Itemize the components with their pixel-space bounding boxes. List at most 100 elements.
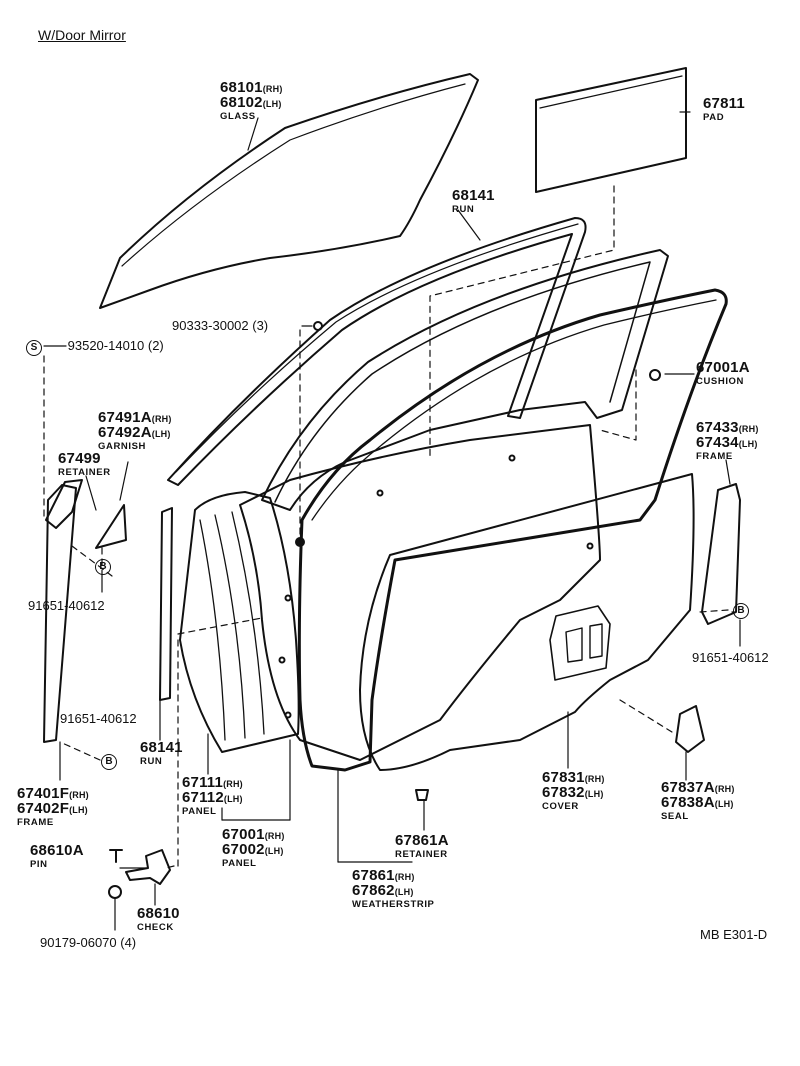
bolt-s-part-number: 93520-14010 (2) [67, 338, 164, 353]
trim-cover-handle [565, 623, 603, 663]
cover-lh-suffix: (LH) [584, 789, 604, 799]
retainer-upper-part-name: RETAINER [58, 467, 111, 478]
panel-door-part-number-lh: 67002 [222, 841, 265, 858]
callout-garnish: 67491A(RH) 67492A(LH) GARNISH [98, 410, 172, 452]
callout-check: 68610 CHECK [137, 906, 180, 933]
callout-pin: 68610A PIN [30, 843, 84, 870]
run-lower-part-name: RUN [140, 756, 163, 767]
panel-inner-part-number-rh: 67111 [182, 774, 224, 791]
run-lower-part-number: 68141 [140, 739, 183, 756]
door-glass-inner-edge [121, 83, 466, 267]
callout-nut: 90179-06070 (4) [40, 936, 136, 949]
hole-3 [278, 656, 286, 664]
badge-b-icon-1: B [95, 559, 111, 575]
seal-lh-suffix: (LH) [714, 799, 734, 809]
panel-inner-part-name: PANEL [182, 806, 217, 817]
bolt-b1-part-number: 91651-40612 [28, 598, 105, 613]
check-part-name: CHECK [137, 922, 174, 933]
panel-inner-rh-suffix: (RH) [223, 779, 243, 789]
weatherstrip-lh-suffix: (LH) [394, 887, 414, 897]
check-part-number: 68610 [137, 905, 180, 922]
cover-rh-suffix: (RH) [584, 774, 605, 784]
seal-rh-suffix: (RH) [714, 784, 735, 794]
pin-part [109, 849, 123, 863]
panel-door-rh-suffix: (RH) [264, 831, 285, 841]
frame-front-part-number-rh: 67401F [17, 785, 70, 802]
garnish-lh-suffix: (LH) [151, 429, 171, 439]
inner-panel-rib-1 [199, 519, 226, 741]
hole-6 [508, 454, 516, 462]
weatherstrip-part-number-lh: 67862 [352, 882, 395, 899]
leader-lines [43, 111, 741, 931]
seal-part-number-rh: 67837A [661, 779, 715, 796]
badge-s-icon: S [26, 340, 42, 356]
badge-b-icon-2: B [733, 603, 749, 619]
seal-part [675, 705, 705, 753]
weatherstrip-part-number-rh: 67861 [352, 867, 395, 884]
inner-panel [179, 491, 300, 753]
run-upper-part-name: RUN [452, 204, 475, 215]
panel-door-lh-suffix: (LH) [264, 846, 284, 856]
garnish-part [95, 504, 127, 549]
callout-run-upper: 68141 RUN [452, 188, 495, 215]
door-panel-lower [239, 424, 601, 761]
bolt-b3-part-number: 91651-40612 [60, 711, 137, 726]
screw-part-number: 90333-30002 (3) [172, 318, 269, 333]
rear-frame [701, 483, 741, 625]
weatherstrip-part-name: WEATHERSTRIP [352, 899, 435, 910]
front-frame-bracket [45, 479, 83, 529]
weatherstrip-inner [311, 299, 717, 521]
callout-frame-front: 67401F(RH) 67402F(LH) FRAME [17, 786, 89, 828]
nut-part [108, 885, 122, 899]
screw-marker [313, 321, 323, 331]
nut-part-number: 90179-06070 (4) [40, 935, 137, 950]
weatherstrip-loop [297, 288, 728, 772]
retainer-lower-part-name: RETAINER [395, 849, 448, 860]
panel-inner-part-number-lh: 67112 [182, 789, 224, 806]
callout-glass: 68101(RH) 68102(LH) GLASS [220, 80, 283, 122]
front-frame [43, 484, 77, 743]
dashed-alignment-lines [43, 185, 729, 869]
diagram-code: MB E301-D [700, 927, 768, 942]
hole-5 [376, 489, 384, 497]
diagram-title: W/Door Mirror [38, 27, 126, 43]
garnish-rh-suffix: (RH) [151, 414, 172, 424]
frame-front-part-number-lh: 67402F [17, 800, 70, 817]
door-panel-frame-inner [274, 261, 651, 503]
callout-frame-rear: 67433(RH) 67434(LH) FRAME [696, 420, 759, 462]
inner-panel-rib-3 [231, 511, 265, 735]
frame-front-lh-suffix: (LH) [69, 805, 88, 815]
bolt-b2-part-number: 91651-40612 [692, 650, 769, 665]
callout-bolt-b2: 91651-40612 [692, 651, 769, 664]
seal-part-number-lh: 67838A [661, 794, 715, 811]
trim-cover-pocket [549, 605, 611, 681]
pin-part-name: PIN [30, 859, 48, 870]
door-trim-cover [359, 473, 695, 771]
callout-panel-door: 67001(RH) 67002(LH) PANEL [222, 827, 285, 869]
garnish-part-name: GARNISH [98, 441, 147, 452]
panel-door-part-number-rh: 67001 [222, 826, 265, 843]
panel-door-part-name: PANEL [222, 858, 257, 869]
frame-rear-part-name: FRAME [696, 451, 733, 462]
frame-front-rh-suffix: (RH) [69, 790, 89, 800]
callout-bolt-b3: 91651-40612 [60, 712, 137, 725]
cushion-part-number: 67001A [696, 359, 750, 376]
door-check [125, 849, 171, 885]
retainer-clip [415, 789, 429, 801]
cover-part-number-rh: 67831 [542, 769, 585, 786]
frame-rear-lh-suffix: (LH) [738, 439, 758, 449]
cushion-part [649, 369, 661, 381]
callout-pad: 67811 PAD [703, 96, 745, 123]
pad-part-edge [539, 75, 683, 109]
frame-rear-part-number-rh: 67433 [696, 419, 739, 436]
pin-part-number: 68610A [30, 842, 84, 859]
frame-rear-rh-suffix: (RH) [738, 424, 759, 434]
callout-cover: 67831(RH) 67832(LH) COVER [542, 770, 605, 812]
garnish-part-number-lh: 67492A [98, 424, 152, 441]
glass-part-number-lh: 68102 [220, 94, 263, 111]
seal-part-name: SEAL [661, 811, 689, 822]
pad-part [535, 67, 687, 193]
door-glass [99, 73, 479, 309]
callout-screw: 90333-30002 (3) [172, 319, 268, 332]
